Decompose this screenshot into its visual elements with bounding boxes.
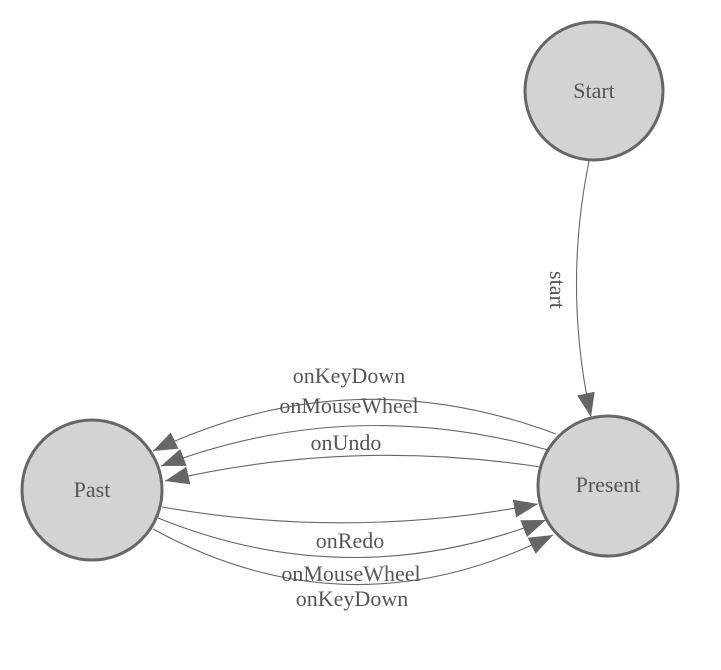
edge-group	[152, 160, 595, 586]
node-label-start: Start	[573, 78, 615, 103]
node-past: Past	[20, 418, 164, 562]
state-circle-past	[20, 418, 164, 562]
state-circle-start	[523, 20, 665, 162]
edge-label-onredo: onRedo	[316, 528, 384, 553]
edge-present-to-past-onkeydown	[152, 398, 557, 452]
edge-label-onkeydown-bottom: onKeyDown	[296, 586, 408, 611]
edge-label-onmousewheel-bottom: onMouseWheel	[281, 561, 420, 586]
edge-start-to-present	[575, 160, 595, 418]
node-label-present: Present	[576, 472, 641, 497]
node-present: Present	[536, 414, 680, 558]
edge-label-start: start	[545, 271, 570, 309]
edge-present-to-past-onundo	[164, 454, 542, 485]
edge-past-to-present-onmousewheel	[157, 517, 547, 559]
state-circle-present	[536, 414, 680, 558]
edge-label-group: start onKeyDown onMouseWheel onUndo onRe…	[279, 271, 570, 611]
node-label-past: Past	[74, 477, 111, 502]
edge-label-onmousewheel-top: onMouseWheel	[279, 393, 418, 418]
edge-label-onkeydown-top: onKeyDown	[293, 363, 405, 388]
edge-past-to-present-onkeydown	[152, 528, 554, 586]
edge-label-onundo: onUndo	[311, 430, 382, 455]
edge-present-to-past-onmousewheel	[160, 424, 549, 467]
edge-past-to-present-onredo	[161, 499, 539, 524]
node-start: Start	[523, 20, 665, 162]
